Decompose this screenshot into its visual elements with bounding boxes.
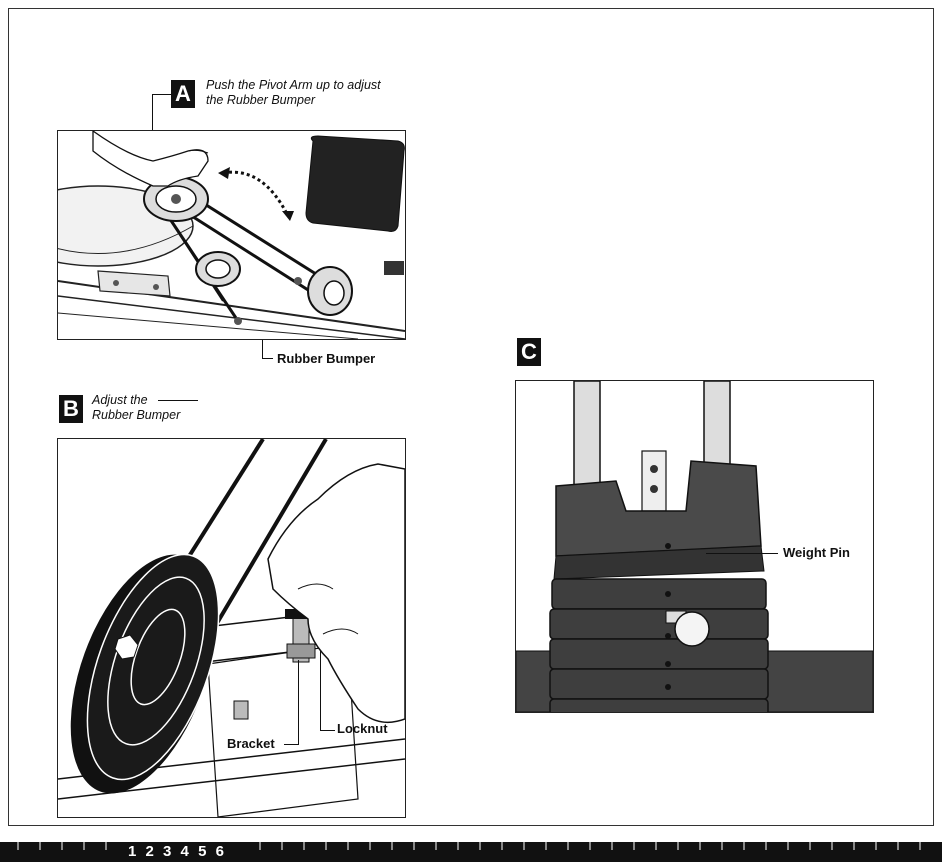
locknut-leader: [320, 650, 335, 731]
footer-ruler: 1 2 3 4 5 6: [0, 842, 942, 862]
bracket-leader: [284, 660, 299, 745]
page-digit-2: 2: [145, 843, 155, 860]
panel-c-illustration: [515, 380, 874, 713]
panel-b-caption: Adjust the Rubber Bumper: [92, 393, 180, 423]
page-digit-5: 5: [198, 843, 208, 860]
panel-c-badge: C: [517, 338, 541, 366]
panel-b-badge: B: [59, 395, 83, 423]
panel-a-illustration: [57, 130, 406, 340]
page-frame: [8, 8, 934, 826]
panel-b-illustration: [57, 438, 406, 818]
page-digit-3: 3: [163, 843, 173, 860]
rubber-bumper-leader: [262, 340, 273, 359]
panel-b-caption-line2: Rubber Bumper: [92, 408, 181, 422]
page-digit-6: 6: [215, 843, 225, 860]
bumper-adjustment-drawing: [58, 439, 405, 817]
page-digit-1: 1: [128, 843, 138, 860]
bracket-label: Bracket: [227, 736, 275, 751]
rubber-bumper-label: Rubber Bumper: [277, 351, 376, 366]
panel-a-caption-line2: the Rubber Bumper: [206, 93, 316, 107]
panel-b-leader: [158, 400, 198, 402]
weight-pin-label: Weight Pin: [783, 545, 850, 560]
panel-a-caption: Push the Pivot Arm up to adjust the Rubb…: [206, 78, 381, 108]
page-digit-4: 4: [180, 843, 190, 860]
ruler-ticks: [17, 842, 921, 850]
page-digits: 1 2 3 4 5 6: [128, 843, 228, 860]
panel-b-caption-line1: Adjust the: [92, 393, 148, 407]
weight-stack-drawing: [516, 381, 873, 712]
panel-a-badge: A: [171, 80, 195, 108]
locknut-label: Locknut: [337, 721, 388, 736]
panel-a-leader: [152, 94, 171, 131]
weight-pin-leader: [706, 553, 778, 555]
pivot-arm-drawing: [58, 131, 405, 339]
panel-a-caption-line1: Push the Pivot Arm up to adjust: [206, 78, 381, 92]
